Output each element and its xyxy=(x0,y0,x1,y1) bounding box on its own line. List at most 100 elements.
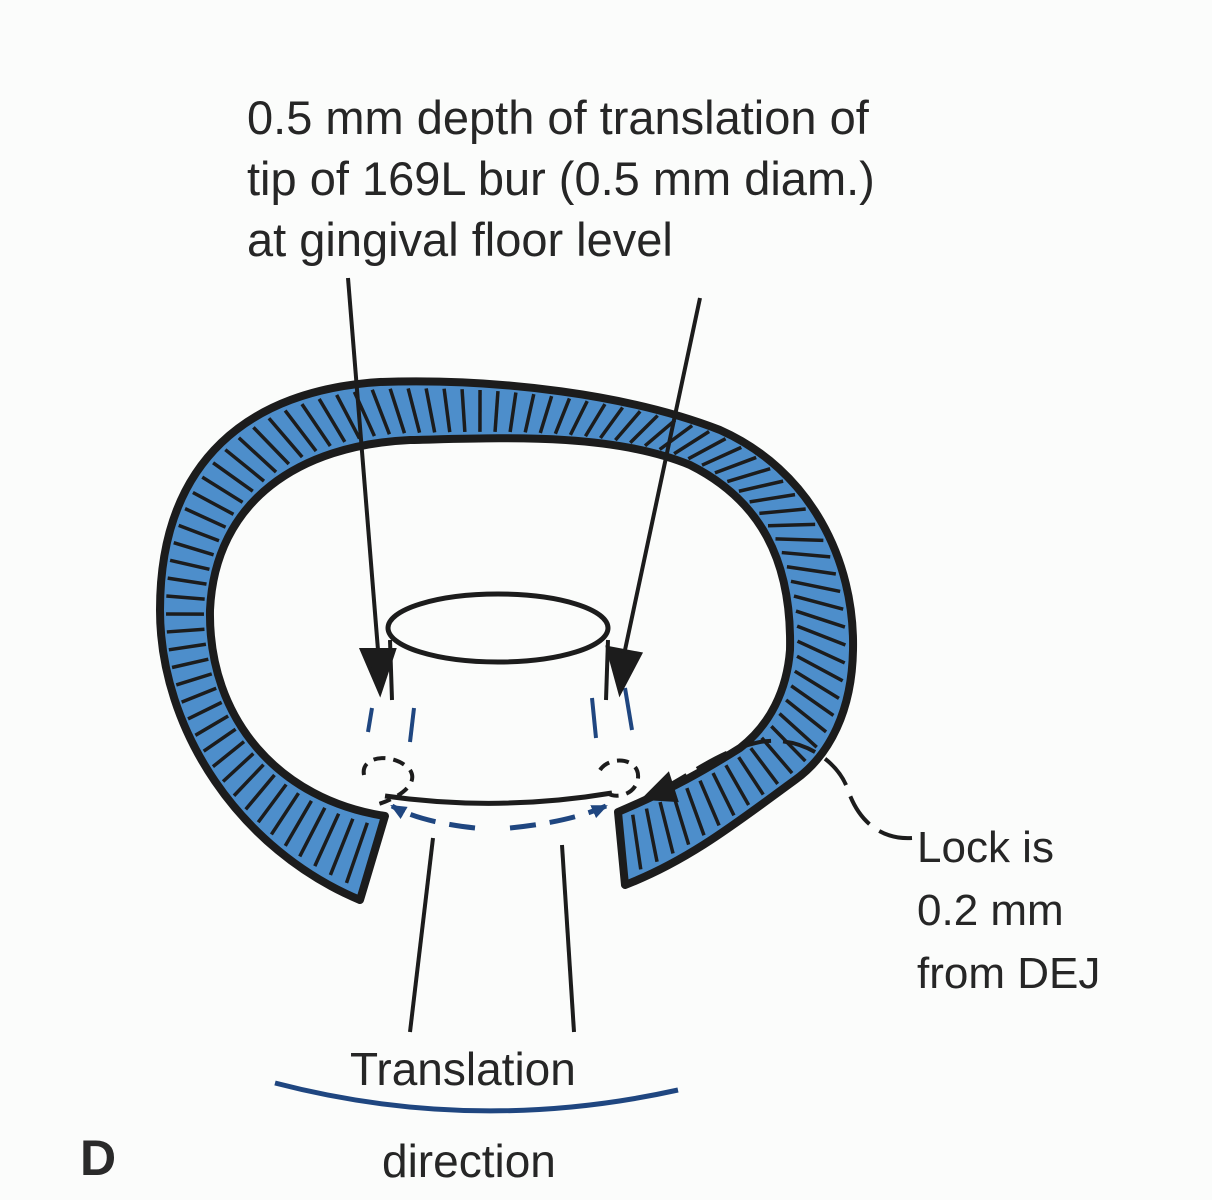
enamel-rod xyxy=(300,403,332,448)
enamel-rod xyxy=(643,418,677,448)
enamel-rod xyxy=(553,397,572,435)
enamel-rod xyxy=(267,417,304,459)
enamel-rod xyxy=(344,822,369,884)
enamel-rod xyxy=(785,698,828,734)
enamel-rod xyxy=(630,814,643,870)
enamel-rod xyxy=(406,388,422,434)
direction-label: direction xyxy=(382,1135,556,1187)
bur-path-dashes xyxy=(366,687,634,743)
enamel-rod xyxy=(424,388,437,433)
translation-label: Translation xyxy=(350,1043,576,1095)
lock-note-line-3: from DEJ xyxy=(917,949,1101,998)
enamel-rod xyxy=(687,437,727,461)
enamel-rod xyxy=(658,424,694,451)
enamel-rod xyxy=(283,800,313,847)
enamel-rod xyxy=(778,712,818,749)
enamel-rod xyxy=(523,393,536,433)
enamel-rod xyxy=(599,406,625,440)
enamel-rod xyxy=(252,426,291,466)
enamel-rod xyxy=(202,727,237,753)
enamel-rod xyxy=(760,736,794,775)
enamel-rod xyxy=(775,537,824,543)
enamel-rod xyxy=(192,490,235,516)
enamel-rod xyxy=(796,654,844,683)
enamel-rod xyxy=(795,609,846,629)
enamel-rod xyxy=(796,624,847,647)
enamel-rod xyxy=(698,780,721,827)
enamel-rod xyxy=(370,389,392,435)
enamel-rod xyxy=(749,492,796,504)
enamel-rod xyxy=(460,389,467,433)
lock-note-line-1: Lock is xyxy=(917,823,1054,872)
enamel-rod xyxy=(269,792,300,836)
enamel-rod xyxy=(724,764,751,806)
enamel-rod xyxy=(212,461,254,493)
enamel-rod xyxy=(673,429,711,456)
enamel-rod xyxy=(169,558,210,572)
enamel-rod xyxy=(313,812,341,867)
depth-note-line-1: 0.5 mm depth of translation of xyxy=(247,91,869,144)
enamel-rod xyxy=(644,808,659,863)
enamel-rod xyxy=(166,594,205,601)
preparation-outline xyxy=(361,591,641,807)
enamel-rod xyxy=(790,579,841,594)
enamel-rod xyxy=(749,747,780,785)
enamel-rod xyxy=(714,455,757,475)
depth-note-line-3: at gingival floor level xyxy=(247,213,673,266)
enamel-rod xyxy=(167,576,207,586)
enamel-rod xyxy=(201,475,244,504)
translation-pointers xyxy=(408,837,576,1033)
enamel-rod xyxy=(256,783,288,824)
enamel-rod xyxy=(388,388,407,434)
enamel-rod xyxy=(701,445,742,467)
enamel-rod xyxy=(726,467,771,484)
enamel-rod xyxy=(175,672,213,687)
enamel-rod xyxy=(629,414,659,444)
enamel-rod xyxy=(711,772,736,817)
enamel-rod xyxy=(211,740,246,769)
enamel-rod xyxy=(244,773,276,811)
depth-note-pointers xyxy=(346,277,702,698)
enamel-rod xyxy=(658,801,675,854)
bur-tip-ellipse xyxy=(385,591,611,665)
enamel-rod xyxy=(171,657,209,670)
enamel-rod xyxy=(793,594,844,611)
enamel-rod xyxy=(180,686,217,704)
enamel-rod xyxy=(328,818,355,876)
enamel-rods xyxy=(166,388,847,884)
depth-note-line-2: tip of 169L bur (0.5 mm diam.) xyxy=(247,152,875,205)
enamel-rod xyxy=(790,684,835,717)
enamel-rod xyxy=(442,388,452,433)
enamel-rod xyxy=(614,410,642,442)
enamel-rod xyxy=(184,507,227,529)
enamel-rod xyxy=(194,714,230,737)
enamel-rod xyxy=(166,627,205,634)
right-lock-dashed xyxy=(598,758,641,798)
enamel-rod xyxy=(237,436,278,474)
enamel-rod xyxy=(224,448,266,483)
enamel-rod xyxy=(786,565,837,576)
enamel-rod xyxy=(671,794,691,846)
enamel-rod xyxy=(568,400,589,436)
enamel-rod xyxy=(168,642,207,652)
enamel-rod xyxy=(335,394,362,440)
enamel-rod xyxy=(759,507,806,516)
enamel-rod xyxy=(508,392,518,433)
enamel-rod xyxy=(221,752,255,783)
panel-label: D xyxy=(80,1130,117,1186)
enamel-rod xyxy=(796,639,846,665)
enamel-rod xyxy=(232,763,265,797)
enamel-rod xyxy=(187,700,223,721)
lock-note-line-2: 0.2 mm xyxy=(917,886,1064,935)
gingival-floor xyxy=(384,790,613,806)
enamel-rod xyxy=(583,403,607,438)
enamel-rod xyxy=(493,390,500,432)
translation-direction-arc xyxy=(274,1080,679,1114)
lock-note-pointer xyxy=(640,738,913,841)
enamel-rod xyxy=(781,550,831,559)
enamel-rod xyxy=(738,479,784,493)
enamel-rod xyxy=(317,398,347,443)
enamel-rod xyxy=(538,395,554,434)
enamel-rod xyxy=(737,756,765,796)
